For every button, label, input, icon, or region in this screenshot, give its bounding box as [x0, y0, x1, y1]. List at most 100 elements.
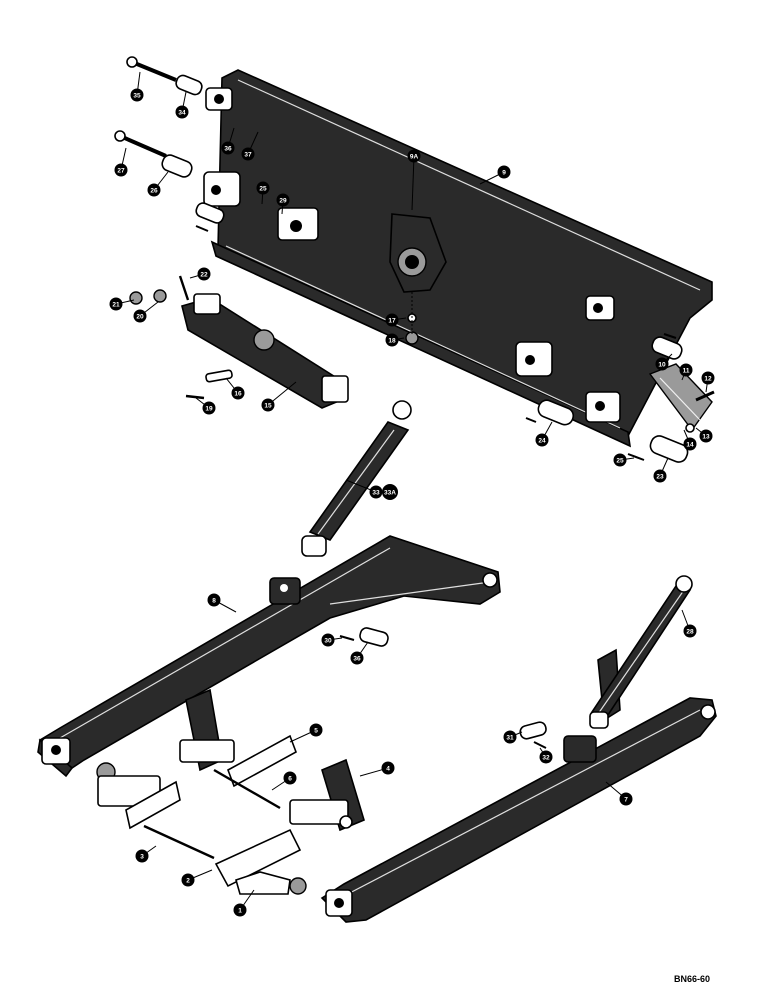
- callout-6: 6: [271, 771, 297, 791]
- callout-label: 23: [656, 473, 664, 480]
- callout-2: 2: [181, 869, 213, 887]
- callout-circle: [197, 267, 211, 281]
- callout-12: 12: [701, 371, 715, 393]
- callout-label: 30: [324, 637, 332, 644]
- callout-label: 32: [542, 754, 550, 761]
- hardware: [114, 56, 715, 463]
- callout-label: 36: [224, 145, 232, 152]
- callout-label: 6: [288, 775, 292, 782]
- callout-circle: [683, 437, 697, 451]
- callout-label: 16: [234, 390, 242, 397]
- callout-circle: [653, 469, 667, 483]
- c-frame-left: [37, 535, 501, 778]
- callout-circle: [535, 433, 549, 447]
- callout-circle: [207, 593, 221, 607]
- callout-25: 25: [613, 453, 635, 467]
- callout-36: 36: [350, 641, 369, 665]
- callout-label: 17: [388, 317, 396, 324]
- callout-18: 18: [385, 333, 405, 347]
- callout-label: 22: [200, 271, 208, 278]
- callout-26: 26: [147, 171, 169, 197]
- drawing-code: BN66-60: [674, 974, 710, 984]
- callout-circle: [613, 453, 627, 467]
- callout-circle: [381, 761, 395, 775]
- brace: [181, 293, 349, 409]
- callout-4: 4: [359, 761, 395, 777]
- callout-circle: [283, 771, 297, 785]
- callout-label: 25: [616, 457, 624, 464]
- callout-3: 3: [135, 845, 157, 863]
- callout-37: 37: [241, 131, 259, 161]
- callout-29: 29: [276, 193, 290, 215]
- callout-label: 7: [624, 796, 628, 803]
- callout-label: 24: [538, 437, 546, 444]
- callout-circle: [385, 333, 399, 347]
- callout-label: 3: [140, 853, 144, 860]
- callout-label: 37: [244, 151, 252, 158]
- callout-circle: [539, 750, 553, 764]
- callout-33: 33: [345, 479, 383, 499]
- callout-circle: [261, 398, 275, 412]
- callout-label: 4: [386, 765, 390, 772]
- callout-36: 36: [221, 127, 235, 155]
- callout-35: 35: [130, 71, 144, 102]
- callout-31: 31: [503, 730, 523, 744]
- callout-19: 19: [195, 397, 216, 415]
- callout-circle: [256, 181, 270, 195]
- callout-circle: [276, 193, 290, 207]
- callout-1: 1: [233, 889, 255, 917]
- callout-9: 9: [479, 165, 511, 185]
- callout-circle: [175, 105, 189, 119]
- callout-label: 2: [186, 877, 190, 884]
- callout-32: 32: [539, 747, 553, 764]
- callout-circle: [699, 429, 713, 443]
- callout-label: 34: [178, 109, 186, 116]
- callout-circle: [369, 485, 383, 499]
- callout-17: 17: [385, 313, 407, 327]
- callout-circle: [683, 624, 697, 638]
- callout-label: 13: [702, 433, 710, 440]
- callout-20: 20: [133, 301, 159, 323]
- callout-16: 16: [225, 377, 245, 400]
- callout-circle: [382, 484, 398, 500]
- callout-label: 29: [279, 197, 287, 204]
- callout-label: 28: [686, 628, 694, 635]
- callout-circle: [135, 849, 149, 863]
- callout-label: 33: [372, 489, 380, 496]
- callout-circle: [231, 386, 245, 400]
- callout-circle: [241, 147, 255, 161]
- callout-label: 20: [136, 313, 144, 320]
- callout-circle: [181, 873, 195, 887]
- callout-label: 15: [264, 402, 272, 409]
- callout-label: 11: [683, 367, 690, 374]
- callout-label: 19: [205, 405, 213, 412]
- callout-24: 24: [535, 421, 553, 447]
- trunnion-assembly: [96, 688, 365, 895]
- callout-34: 34: [175, 91, 189, 119]
- callout-label: 21: [112, 301, 120, 308]
- callout-circle: [350, 651, 364, 665]
- callout-label: 9A: [410, 153, 419, 160]
- dozer-blade: [203, 69, 713, 448]
- callout-circle: [497, 165, 511, 179]
- callout-circle: [385, 313, 399, 327]
- callout-circle: [701, 371, 715, 385]
- callout-11: 11: [679, 363, 693, 381]
- callout-33a: 33A: [382, 484, 398, 500]
- callout-28: 28: [681, 609, 697, 638]
- callout-label: 31: [506, 734, 514, 741]
- callout-label: 14: [686, 441, 694, 448]
- callout-8: 8: [207, 593, 237, 613]
- hydraulic-cylinder-30: [589, 575, 693, 729]
- callout-label: 1: [238, 907, 242, 914]
- callout-circle: [221, 141, 235, 155]
- callout-label: 33A: [384, 489, 396, 496]
- callout-label: 18: [388, 337, 396, 344]
- callout-circle: [619, 792, 633, 806]
- c-frame-right: [320, 648, 717, 923]
- callout-label: 27: [117, 167, 125, 174]
- callout-label: 8: [212, 597, 216, 604]
- callout-15: 15: [261, 381, 297, 412]
- callout-circle: [309, 723, 323, 737]
